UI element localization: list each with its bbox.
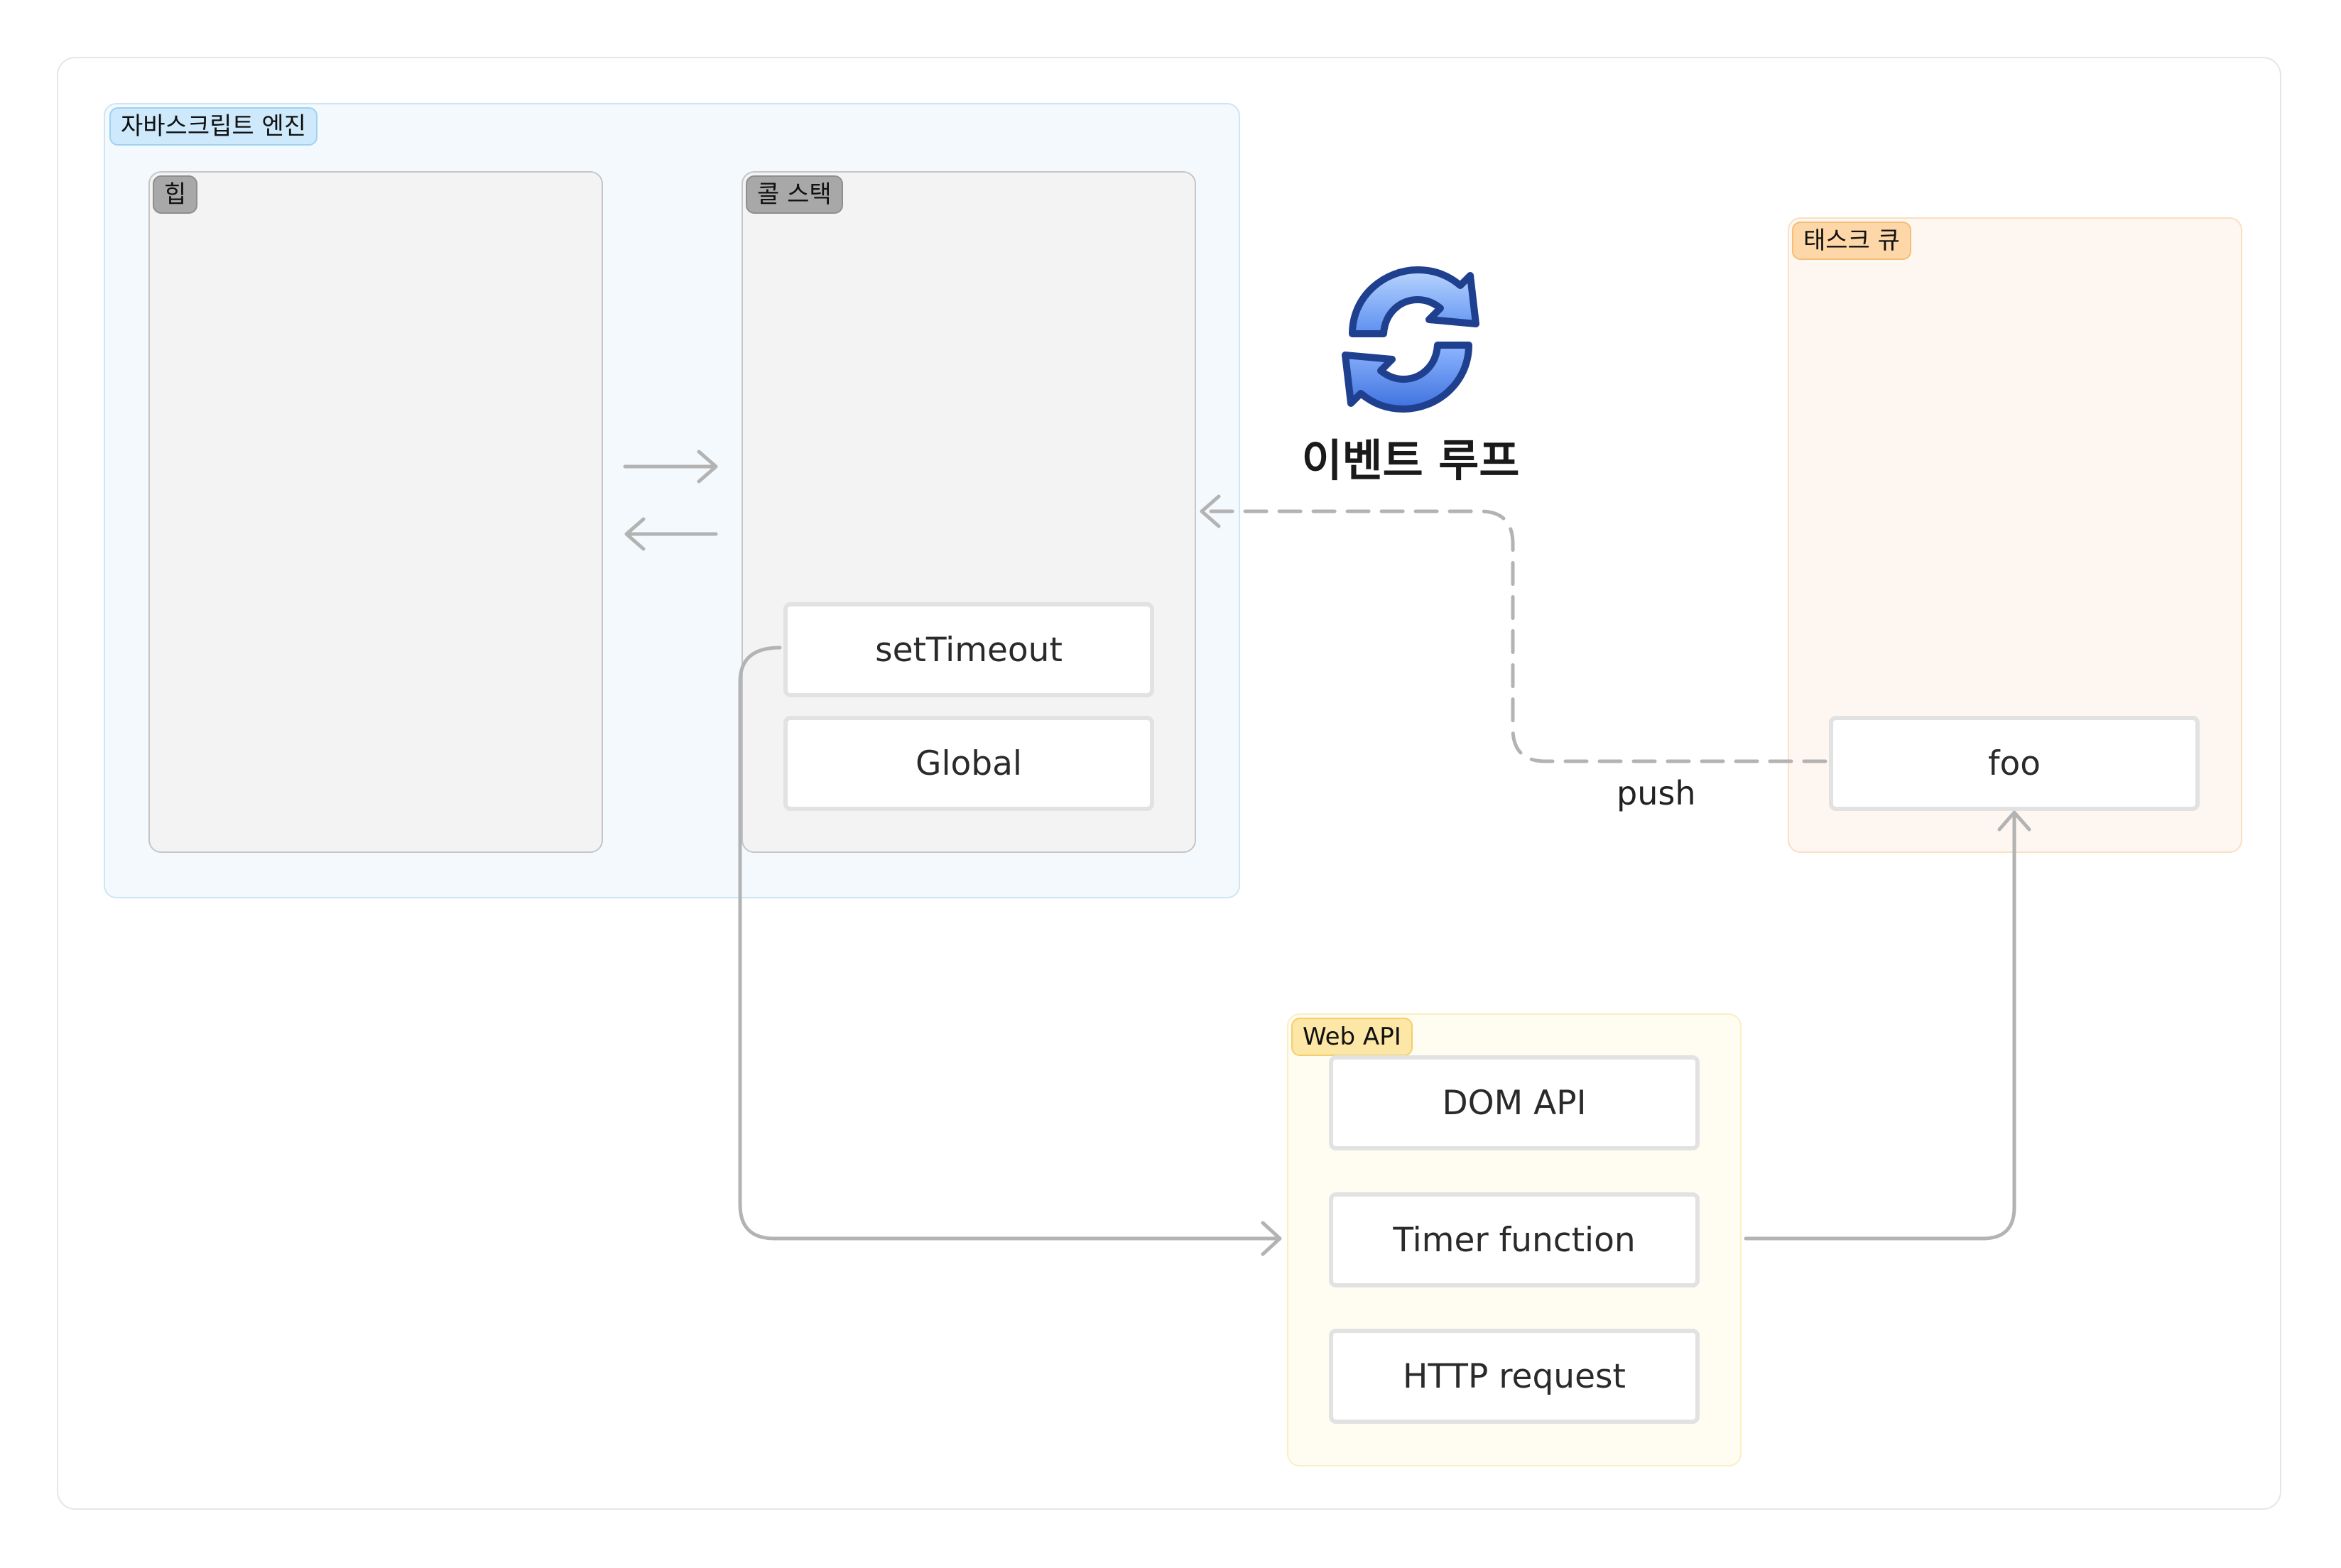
- stack-frame-global[interactable]: Global: [783, 716, 1154, 811]
- call-stack-label: 콜 스택: [746, 175, 843, 214]
- web-api-timer[interactable]: Timer function: [1329, 1192, 1700, 1287]
- js-engine-label: 자바스크립트 엔진: [109, 107, 318, 146]
- stack-to-heap-arrowhead: [624, 517, 646, 551]
- refresh-cycle-icon: [1330, 256, 1492, 423]
- event-loop-label: 이벤트 루프: [1301, 435, 1520, 486]
- settimeout-to-timer-arrowhead: [1261, 1221, 1282, 1256]
- heap-label: 힙: [153, 175, 198, 214]
- task-foo[interactable]: foo: [1829, 716, 2200, 811]
- task-queue-label: 태스크 큐: [1792, 222, 1911, 260]
- web-api-http[interactable]: HTTP request: [1329, 1329, 1700, 1424]
- foo-to-stack-arrowhead: [1200, 494, 1221, 528]
- web-api-dom[interactable]: DOM API: [1329, 1055, 1700, 1150]
- foo-to-stack-push-edge: [1201, 509, 1827, 763]
- push-label: push: [1617, 774, 1696, 812]
- timer-to-foo-edge: [1744, 812, 2016, 1241]
- settimeout-to-timer-edge: [738, 646, 1281, 1241]
- web-api-label: Web API: [1291, 1018, 1413, 1056]
- heap-box: 힙: [148, 171, 603, 853]
- stack-frame-settimeout[interactable]: setTimeout: [783, 602, 1154, 697]
- heap-to-stack-arrowhead: [697, 450, 718, 484]
- timer-to-foo-arrowhead: [1997, 810, 2031, 832]
